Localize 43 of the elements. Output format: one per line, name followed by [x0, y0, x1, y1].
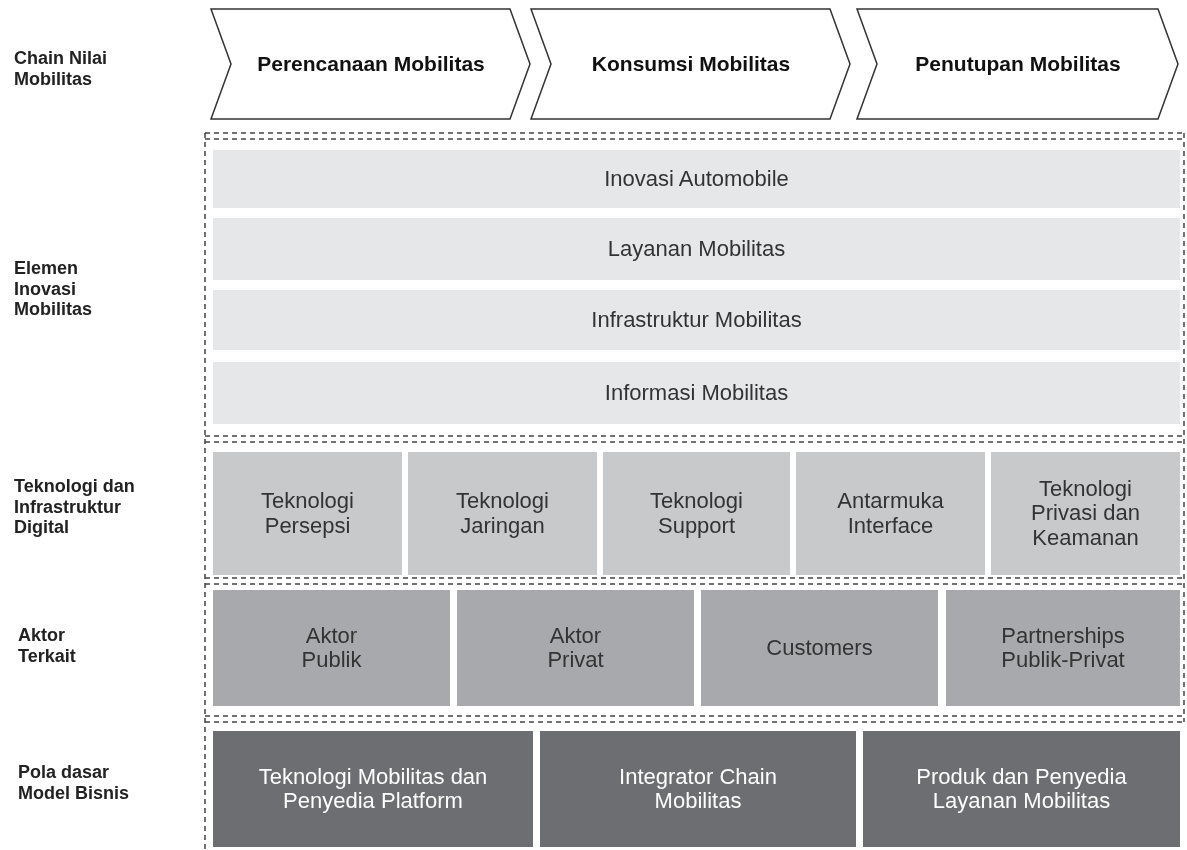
box-label: Perencanaan Mobilitas: [257, 52, 485, 76]
actor-box: [457, 590, 694, 706]
box-label: Inovasi Automobile: [604, 166, 789, 192]
value-chain-stage: [856, 8, 1180, 120]
row-heading: Chain Nilai Mobilitas: [14, 48, 108, 90]
row-heading: Pola dasar Model Bisnis: [18, 762, 130, 804]
layer-bar: [213, 150, 1180, 208]
technology-box: [603, 452, 790, 575]
box-label: Antarmuka Interface: [836, 489, 945, 538]
box-label: Customers: [766, 635, 873, 661]
row-heading: Teknologi dan Infrastruktur Digital: [14, 476, 136, 539]
box-label: Informasi Mobilitas: [604, 380, 789, 406]
actor-box: [213, 590, 450, 706]
box-label: Penutupan Mobilitas: [915, 52, 1121, 76]
box-label: Integrator Chain Mobilitas: [618, 764, 778, 814]
box-label: Teknologi Support: [649, 489, 744, 538]
box-label: Teknologi Persepsi: [260, 489, 355, 538]
technology-box: [796, 452, 985, 575]
box-label: Produk dan Penyedia Layanan Mobilitas: [915, 764, 1128, 814]
layer-bar: [213, 218, 1180, 280]
layer-bar: [213, 290, 1180, 350]
business-model-box: [540, 731, 856, 847]
technology-box: [991, 452, 1180, 575]
row-heading: Elemen Inovasi Mobilitas: [14, 258, 93, 321]
technology-box: [408, 452, 597, 575]
actor-box: [946, 590, 1180, 706]
technology-box: [213, 452, 402, 575]
actor-box: [701, 590, 938, 706]
value-chain-stage: [530, 8, 852, 120]
row-heading: Aktor Terkait: [18, 625, 77, 667]
box-label: Teknologi Privasi dan Keamanan: [1030, 477, 1141, 550]
box-label: Aktor Publik: [300, 623, 363, 673]
box-label: Teknologi Mobilitas dan Penyedia Platform: [257, 764, 489, 814]
box-label: Aktor Privat: [546, 623, 605, 673]
box-label: Teknologi Jaringan: [455, 489, 550, 538]
box-label: Infrastruktur Mobilitas: [591, 307, 802, 333]
box-label: Layanan Mobilitas: [607, 236, 786, 262]
business-model-box: [213, 731, 533, 847]
layer-bar: [213, 362, 1180, 424]
business-model-box: [863, 731, 1180, 847]
value-chain-stage: [210, 8, 532, 120]
box-label: Partnerships Publik-Privat: [1000, 623, 1126, 673]
box-label: Konsumsi Mobilitas: [591, 52, 791, 76]
